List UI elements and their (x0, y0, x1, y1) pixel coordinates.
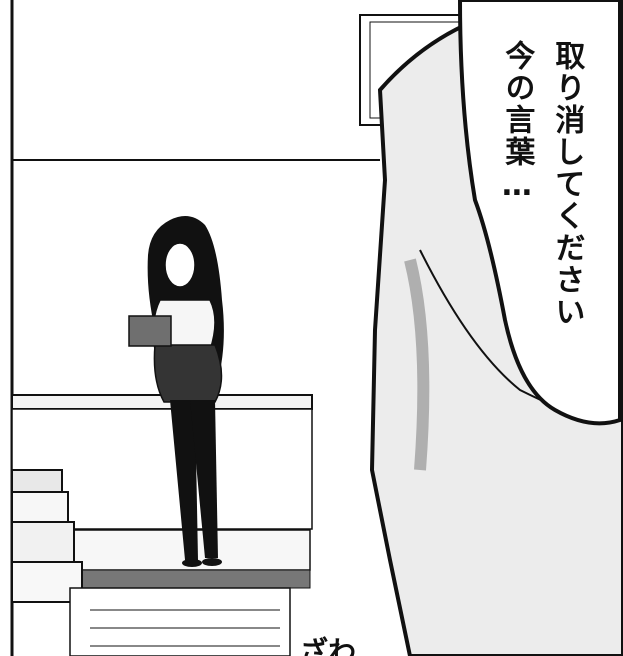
girl-face (164, 242, 196, 288)
desk-1 (11, 469, 63, 493)
floor-lines (90, 609, 280, 647)
bottom-text: ざわ (300, 635, 357, 656)
desk-2 (11, 491, 69, 523)
girl-right-leg (190, 400, 218, 558)
girl-right-shoe (202, 558, 222, 566)
girl-left-shoe (182, 559, 202, 567)
speech-bubble (457, 0, 622, 426)
desk-3 (11, 521, 75, 563)
foreground-shadow (404, 258, 430, 471)
floor (69, 587, 291, 656)
girl-skirt (153, 344, 223, 403)
speech-line-2: 今の言葉… (499, 40, 535, 205)
girl-left-leg (170, 400, 198, 560)
platform-shadow (69, 569, 311, 589)
book (128, 315, 172, 347)
speech-line-1: 取り消してください (549, 40, 585, 328)
